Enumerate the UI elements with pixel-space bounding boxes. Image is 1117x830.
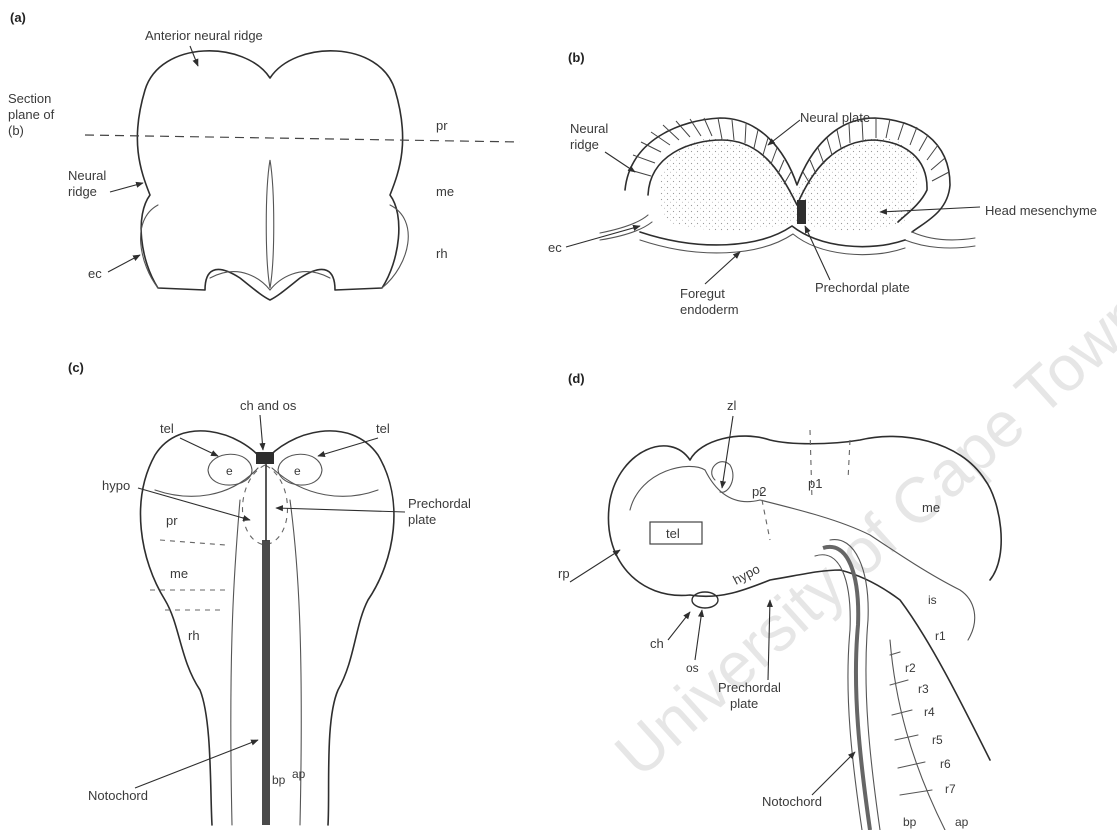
panel-d-r3-label: r3 — [918, 682, 929, 696]
panel-c-pr-label: pr — [166, 513, 178, 528]
panel-d-optic-stalk — [692, 592, 718, 608]
panel-a-section-label-1: Section — [8, 91, 51, 106]
panel-d-r2-label: r2 — [905, 661, 916, 675]
panel-b-neural-plate-arrow — [768, 120, 800, 145]
panel-a-neural-ridge-label-1: Neural — [68, 168, 106, 183]
panel-b-head-mesenchyme-label: Head mesenchyme — [985, 203, 1097, 218]
panel-a-rh-label: rh — [436, 246, 448, 261]
panel-b-neural-plate-label: Neural plate — [800, 110, 870, 125]
panel-b-prechordal-plate-label: Prechordal plate — [815, 280, 910, 295]
panel-b-foregut-label-1: Foregut — [680, 286, 725, 301]
panel-c-prechordal-label-1: Prechordal — [408, 496, 471, 511]
panel-b-foregut-endoderm-line-2 — [640, 234, 905, 255]
panel-c-tel-right-label: tel — [376, 421, 390, 436]
panel-c-ap-label: ap — [292, 767, 306, 781]
panel-a-pr-label: pr — [436, 118, 448, 133]
panel-a-ec-arrow — [108, 255, 140, 272]
panel-a-midline-groove — [266, 160, 274, 288]
panel-c-eye-left-label: e — [226, 464, 233, 478]
panel-c-ch-os-label: ch and os — [240, 398, 297, 413]
panel-c-tel-right-arrow — [318, 438, 378, 456]
panel-d-tel-label: tel — [666, 526, 680, 541]
panel-a-section-label-2: plane of — [8, 107, 55, 122]
panel-b-foregut-label-2: endoderm — [680, 302, 739, 317]
panel-a-anterior-ridge-arrow — [190, 46, 198, 66]
panel-d-zl-label: zl — [727, 398, 737, 413]
panel-c-ch-os-arrow — [260, 415, 263, 450]
panel-b: (b) Neural ridge Neural plate Head mesen… — [548, 50, 1097, 317]
panel-d-rp-label: rp — [558, 566, 570, 581]
panel-b-ec-label: ec — [548, 240, 562, 255]
panel-d-segment-marks — [760, 430, 850, 540]
panel-c-eye-right-label: e — [294, 464, 301, 478]
panel-a-anterior-neural-ridge-label: Anterior neural ridge — [145, 28, 263, 43]
panel-a-me-label: me — [436, 184, 454, 199]
panel-c-tag: (c) — [68, 360, 84, 375]
panel-d-notochord-label: Notochord — [762, 794, 822, 809]
panel-b-ectoderm-right-2 — [905, 240, 975, 248]
panel-d-tag: (d) — [568, 371, 585, 386]
panel-a-ectoderm-right — [382, 205, 408, 288]
panel-c: (c) ch and os tel tel e e hypo Prechorda… — [68, 360, 471, 825]
panel-a-section-label-3: (b) — [8, 123, 24, 138]
panel-d-r5-label: r5 — [932, 733, 943, 747]
panel-d-prechordal-label-1: Prechordal — [718, 680, 781, 695]
panel-d-p2-label: p2 — [752, 484, 766, 499]
panel-b-foregut-arrow — [705, 252, 740, 284]
panel-b-ectoderm-right-1 — [912, 232, 975, 240]
panel-c-hypo-arrow — [138, 488, 250, 520]
panel-d-is-label: is — [928, 593, 937, 607]
panel-d-ch-arrow — [668, 612, 690, 640]
panel-c-me-label: me — [170, 566, 188, 581]
panel-d-ch-label: ch — [650, 636, 664, 651]
panel-c-tel-left-arrow — [180, 438, 218, 456]
panel-b-tag: (b) — [568, 50, 585, 65]
panel-c-hypo-label: hypo — [102, 478, 130, 493]
panel-d-os-label: os — [686, 661, 699, 675]
panel-c-notochord — [262, 540, 270, 825]
panel-a-tag: (a) — [10, 10, 26, 25]
panel-c-chiasm-block — [256, 452, 274, 464]
panel-c-rh-label: rh — [188, 628, 200, 643]
panel-c-notochord-label: Notochord — [88, 788, 148, 803]
panel-d-r7-label: r7 — [945, 782, 956, 796]
panel-b-prechordal-arrow — [805, 226, 830, 280]
panel-c-tel-left-label: tel — [160, 421, 174, 436]
panel-b-neural-ridge-label-1: Neural — [570, 121, 608, 136]
panel-d-bp-label: bp — [903, 815, 917, 829]
panel-d-prechordal-label-2: plate — [730, 696, 758, 711]
panel-d-r1-label: r1 — [935, 629, 946, 643]
panel-d-rp-arrow — [570, 550, 620, 582]
panel-c-notochord-arrow — [135, 740, 258, 788]
panel-d-hypo-label: hypo — [730, 561, 762, 587]
panel-c-body-outline-right — [264, 431, 394, 825]
panel-b-prechordal-plate — [797, 200, 806, 224]
panel-a: (a) Anterior neural ridge Section plane … — [8, 10, 520, 300]
panel-d-zl-arrow — [722, 416, 733, 488]
panel-b-head-mesenchyme-fill — [659, 138, 918, 231]
panel-a-neural-ridge-arrow — [110, 183, 143, 192]
panel-a-neural-plate-outline — [137, 51, 402, 300]
panel-a-neural-ridge-label-2: ridge — [68, 184, 97, 199]
panel-b-neural-ridge-arrow — [605, 152, 635, 172]
panel-c-prechordal-label-2: plate — [408, 512, 436, 527]
panel-c-bp-label: bp — [272, 773, 286, 787]
panel-d-ap-label: ap — [955, 815, 969, 829]
panel-d-me-label: me — [922, 500, 940, 515]
panel-d-notochord-arrow — [812, 752, 855, 795]
panel-c-prechordal-arrow — [276, 508, 405, 512]
panel-d-p1-label: p1 — [808, 476, 822, 491]
panel-a-ec-label: ec — [88, 266, 102, 281]
panel-d-r6-label: r6 — [940, 757, 951, 771]
panel-b-ec-arrow — [566, 226, 640, 247]
panel-b-neural-ridge-label-2: ridge — [570, 137, 599, 152]
panel-c-neural-wall-left — [231, 500, 240, 825]
panel-d-r4-label: r4 — [924, 705, 935, 719]
panel-a-section-plane-line — [85, 135, 520, 142]
